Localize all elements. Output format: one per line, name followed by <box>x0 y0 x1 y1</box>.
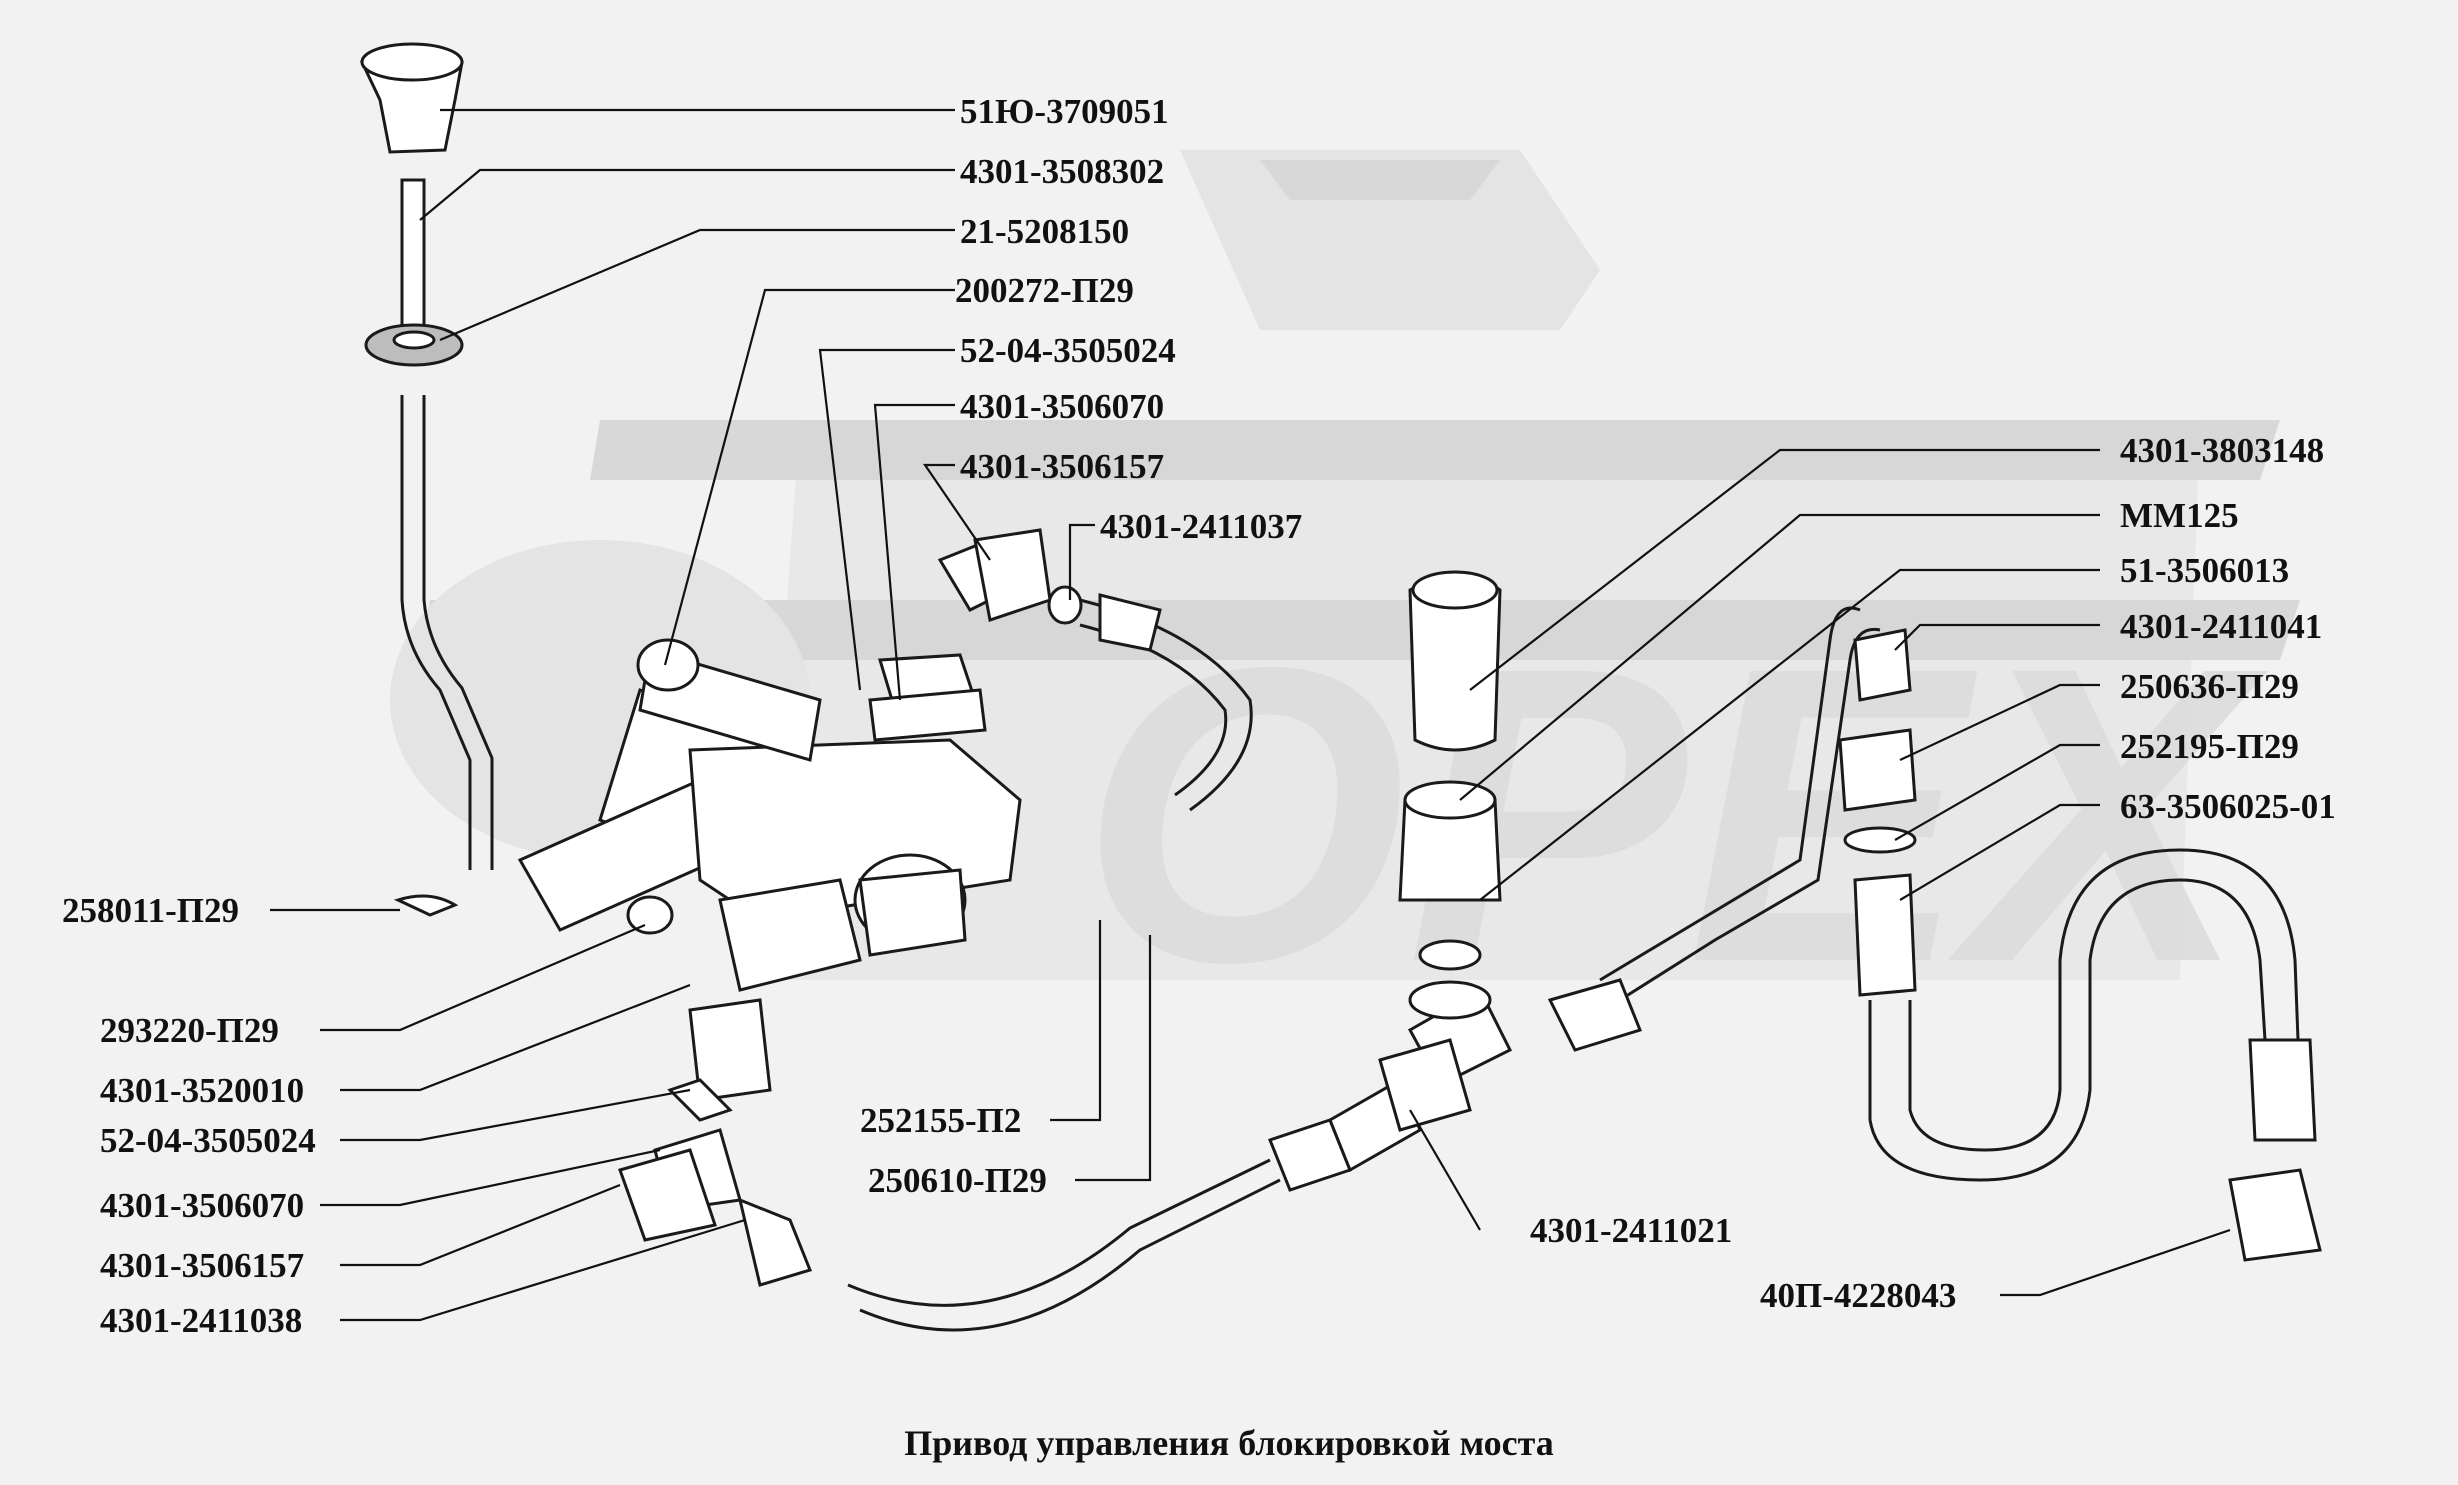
callout-label: 4301-2411041 <box>2120 607 2322 646</box>
callout-label: 21-5208150 <box>960 212 1129 251</box>
callout-label: 52-04-3505024 <box>100 1121 316 1160</box>
callout-label: 252155-П2 <box>860 1101 1021 1140</box>
callout-label: 200272-П29 <box>955 271 1134 310</box>
callout-label: 51-3506013 <box>2120 551 2289 590</box>
callout-label: 52-04-3505024 <box>960 331 1176 370</box>
flexible-hose <box>1838 628 2322 1262</box>
callout-label: 258011-П29 <box>62 891 239 930</box>
diagram-caption: Привод управления блокировкой моста <box>904 1423 1554 1463</box>
leader-lines <box>270 108 2231 1322</box>
callout-label: 51Ю-3709051 <box>960 92 1169 131</box>
callout-label: 4301-2411021 <box>1530 1211 1732 1250</box>
watermark-logo: OPEX <box>390 150 2300 1050</box>
callout-label: 4301-2411038 <box>100 1301 302 1340</box>
tee-and-switch <box>1378 570 1642 1132</box>
callout-label: 250610-П29 <box>868 1161 1047 1200</box>
callout-label: ММ125 <box>2120 496 2239 535</box>
callout-label: 4301-3506157 <box>960 447 1164 486</box>
callout-label: 4301-3508302 <box>960 152 1164 191</box>
callout-labels: 51Ю-3709051 4301-3508302 21-5208150 2002… <box>62 92 2336 1340</box>
callout-label: 250636-П29 <box>2120 667 2299 706</box>
callout-label: 4301-3803148 <box>2120 431 2324 470</box>
callout-label: 252195-П29 <box>2120 727 2299 766</box>
watermark-text: OPEX <box>1080 581 2269 1050</box>
callout-label: 4301-3506070 <box>960 387 1164 426</box>
callout-label: 293220-П29 <box>100 1011 279 1050</box>
callout-label: 4301-3506157 <box>100 1246 304 1285</box>
callout-label: 4301-2411037 <box>1100 507 1302 546</box>
callout-label: 63-3506025-01 <box>2120 787 2336 826</box>
tube-lines <box>737 585 1881 1332</box>
callout-label: 4301-3506070 <box>100 1186 304 1225</box>
valve-body-assembly <box>517 528 1052 1242</box>
callout-label: 4301-3520010 <box>100 1071 304 1110</box>
callout-label: 40П-4228043 <box>1760 1276 1956 1315</box>
shift-knob-assembly <box>359 42 494 917</box>
